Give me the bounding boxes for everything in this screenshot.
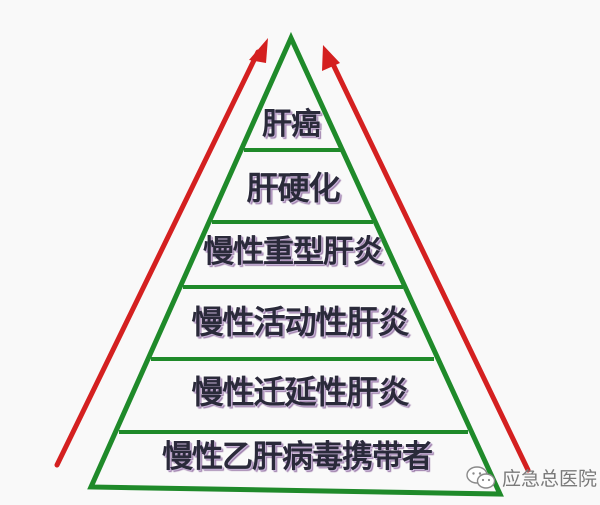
level-label-chronic-severe-hepatitis: 慢性重型肝炎 [203, 234, 384, 270]
level-label-hbv-carrier: 慢性乙肝病毒携带者 [162, 439, 433, 475]
level-label-chronic-active-hepatitis: 慢性活动性肝炎 [191, 303, 409, 341]
wechat-icon [466, 465, 496, 489]
watermark-text: 应急总医院 [502, 468, 598, 490]
right-up-arrow [322, 45, 531, 473]
level-label-liver-cancer: 肝癌 [262, 107, 321, 142]
level-label-chronic-persistent-hepatitis: 慢性迁延性肝炎 [191, 373, 409, 411]
right-arrowhead-icon [322, 45, 340, 71]
watermark: 应急总医院 [466, 464, 597, 491]
left-up-arrow [54, 38, 268, 468]
level-label-cirrhosis: 肝硬化 [246, 169, 340, 207]
left-arrowhead-icon [249, 38, 268, 63]
pyramid-dividers [119, 148, 468, 434]
pyramid-outline [87, 31, 504, 497]
